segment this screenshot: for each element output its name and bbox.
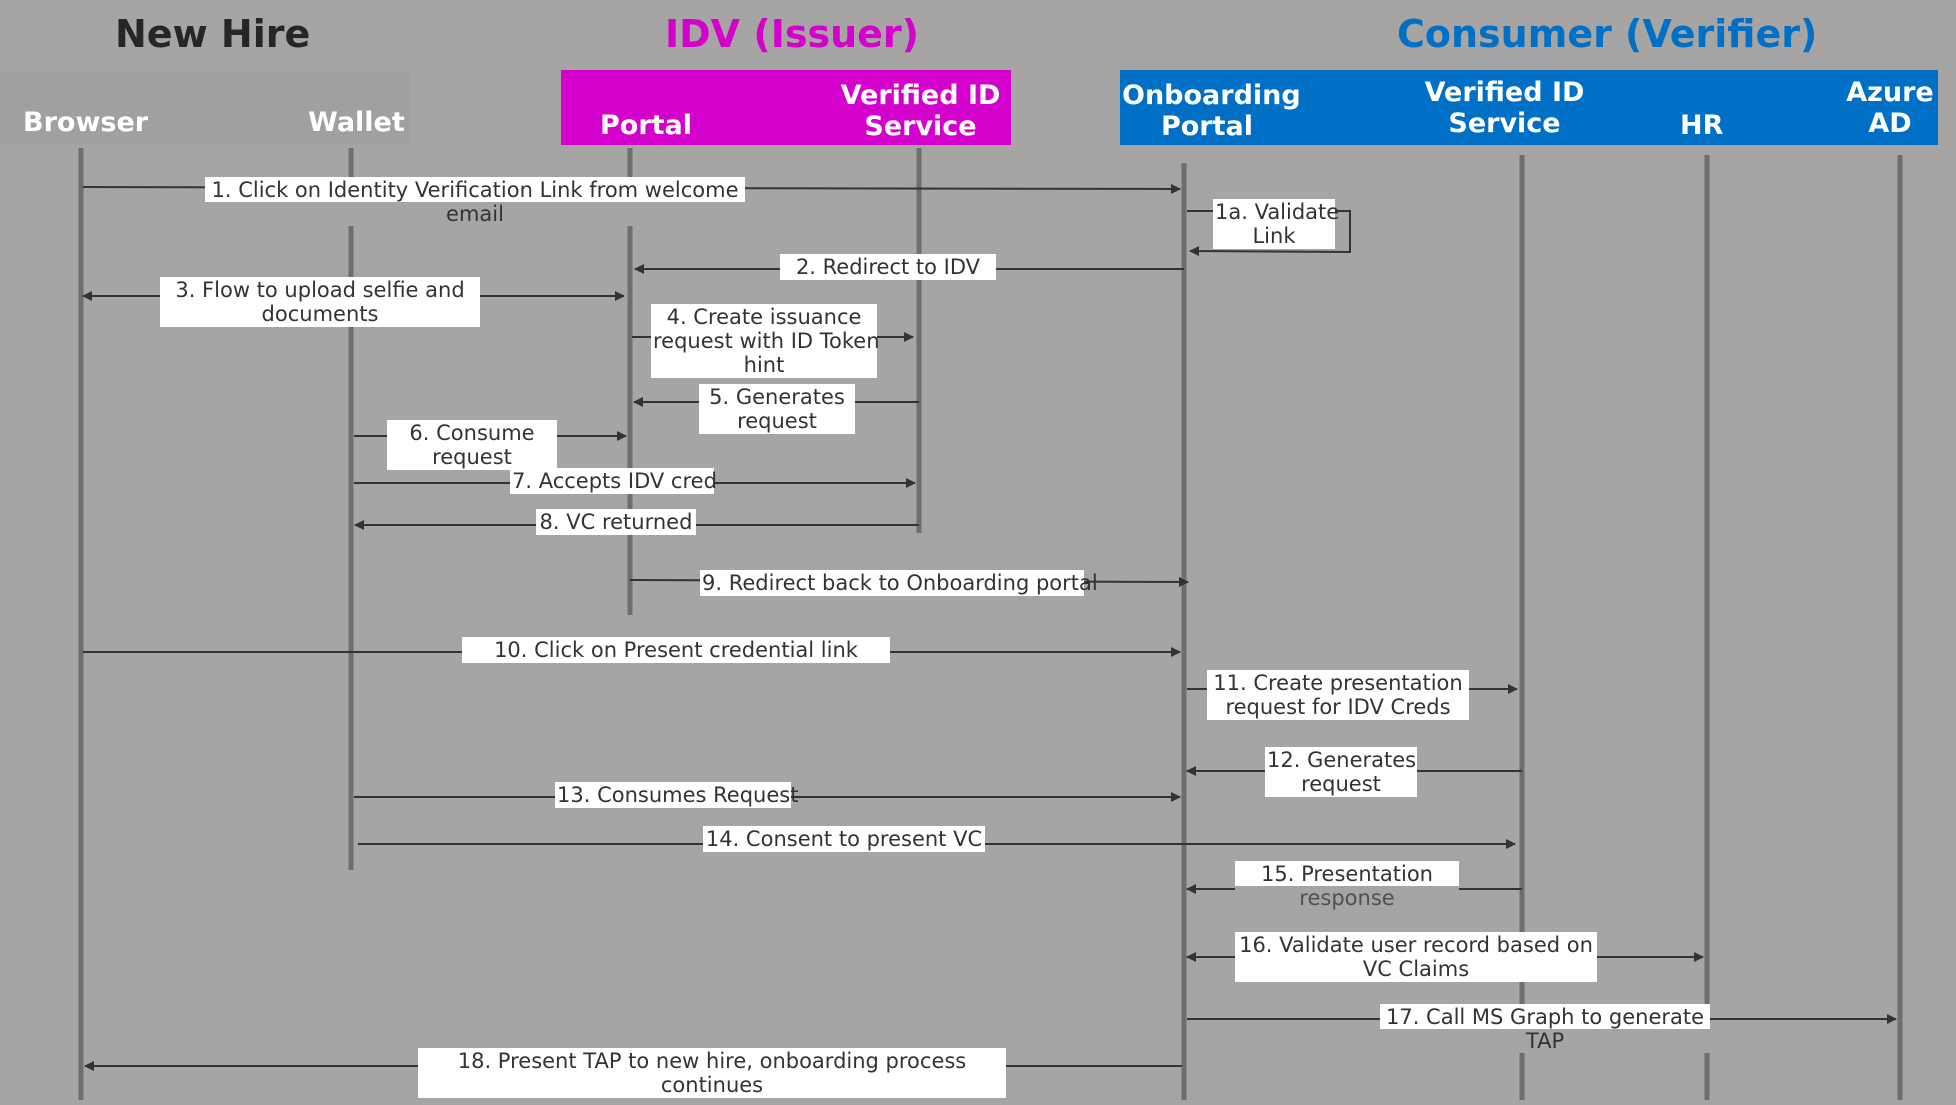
message-6-line1: 6. Consume: [409, 421, 535, 445]
message-7-label: 7. Accepts IDV cred: [510, 468, 717, 494]
message-11-label: 11. Create presentation request for IDV …: [1207, 670, 1469, 720]
actor-browser: Browser: [23, 107, 149, 138]
message-4-line1: 4. Create issuance: [666, 305, 862, 329]
actor-consumer-verified-id-service: Verified ID Service: [1422, 77, 1587, 139]
message-8-label: 8. VC returned: [536, 509, 696, 535]
message-1-label: 1. Click on Identity Verification Link f…: [205, 177, 745, 226]
message-5-line2: request: [737, 409, 817, 433]
group-title-idv-issuer: IDV (Issuer): [665, 12, 919, 56]
message-18-line2: continues: [660, 1073, 764, 1097]
message-6-label: 6. Consume request: [387, 420, 557, 470]
actor-wallet: Wallet: [308, 107, 405, 138]
message-12-label: 12. Generates request: [1265, 747, 1417, 797]
message-17-label: 17. Call MS Graph to generate TAP: [1380, 1004, 1710, 1053]
message-1a-line2: Link: [1252, 224, 1296, 248]
message-3-label: 3. Flow to upload selfie and documents: [160, 277, 480, 327]
message-12-line1: 12. Generates: [1267, 748, 1417, 772]
message-4-line2: request with ID Token: [653, 329, 880, 353]
message-13-label: 13. Consumes Request: [555, 782, 799, 808]
message-11-line2: request for IDV Creds: [1225, 695, 1451, 719]
group-title-new-hire: New Hire: [115, 12, 311, 56]
new-hire-header-band: [0, 72, 410, 144]
actor-azure-ad: Azure AD: [1840, 77, 1940, 139]
actor-azure-line1: Azure: [1846, 77, 1934, 108]
message-3-line2: documents: [261, 302, 379, 326]
message-10-label: 10. Click on Present credential link: [462, 637, 890, 663]
message-16-label: 16. Validate user record based on VC Cla…: [1235, 932, 1597, 982]
actor-idv-verified-id-service: Verified ID Service: [838, 80, 1003, 142]
actor-idv-verified-id-line2: Service: [864, 111, 977, 142]
message-5-line1: 5. Generates: [709, 385, 845, 409]
message-15-line1: 15. Presentation: [1261, 862, 1433, 886]
message-17-line1: 17. Call MS Graph to generate: [1385, 1005, 1705, 1029]
message-1-line1: 1. Click on Identity Verification Link f…: [211, 178, 739, 202]
message-16-line1: 16. Validate user record based on: [1239, 933, 1593, 957]
message-11-line1: 11. Create presentation: [1213, 671, 1463, 695]
consumer-header-band: [1120, 70, 1938, 145]
message-17-line2: TAP: [1380, 1029, 1710, 1053]
message-5-label: 5. Generates request: [699, 384, 855, 434]
group-title-consumer-verifier: Consumer (Verifier): [1397, 12, 1818, 56]
idv-header-band: [561, 70, 1011, 145]
actor-azure-line2: AD: [1868, 108, 1912, 139]
message-18-line1: 18. Present TAP to new hire, onboarding …: [457, 1049, 967, 1073]
message-2-label: 2. Redirect to IDV: [780, 254, 996, 280]
actor-consumer-verified-id-line2: Service: [1448, 108, 1561, 139]
message-4-label: 4. Create issuance request with ID Token…: [651, 304, 880, 378]
message-4-line3: hint: [743, 353, 785, 377]
message-12-line2: request: [1301, 772, 1381, 796]
message-18-label: 18. Present TAP to new hire, onboarding …: [418, 1048, 1006, 1098]
message-1a-line1: 1a. Validate: [1215, 200, 1340, 224]
message-9-label: 9. Redirect back to Onboarding portal: [700, 570, 1098, 596]
actor-idv-verified-id-line1: Verified ID: [840, 80, 1001, 111]
actor-idv-portal: Portal: [600, 110, 693, 141]
actor-hr: HR: [1680, 110, 1724, 141]
message-1a-label: 1a. Validate Link: [1213, 199, 1340, 249]
message-16-line2: VC Claims: [1362, 957, 1470, 981]
actor-onboarding-line2: Portal: [1160, 111, 1254, 142]
message-1-line2: email: [205, 202, 745, 226]
message-15-label: 15. Presentation response: [1235, 861, 1459, 910]
message-3-line1: 3. Flow to upload selfie and: [175, 278, 465, 302]
message-6-line2: request: [432, 445, 512, 469]
actor-consumer-verified-id-line1: Verified ID: [1424, 77, 1585, 108]
message-15-line2: response: [1235, 886, 1459, 910]
actor-onboarding-line1: Onboarding: [1122, 80, 1301, 111]
actor-onboarding-portal: Onboarding Portal: [1122, 80, 1301, 142]
message-14-label: 14. Consent to present VC: [703, 826, 985, 852]
